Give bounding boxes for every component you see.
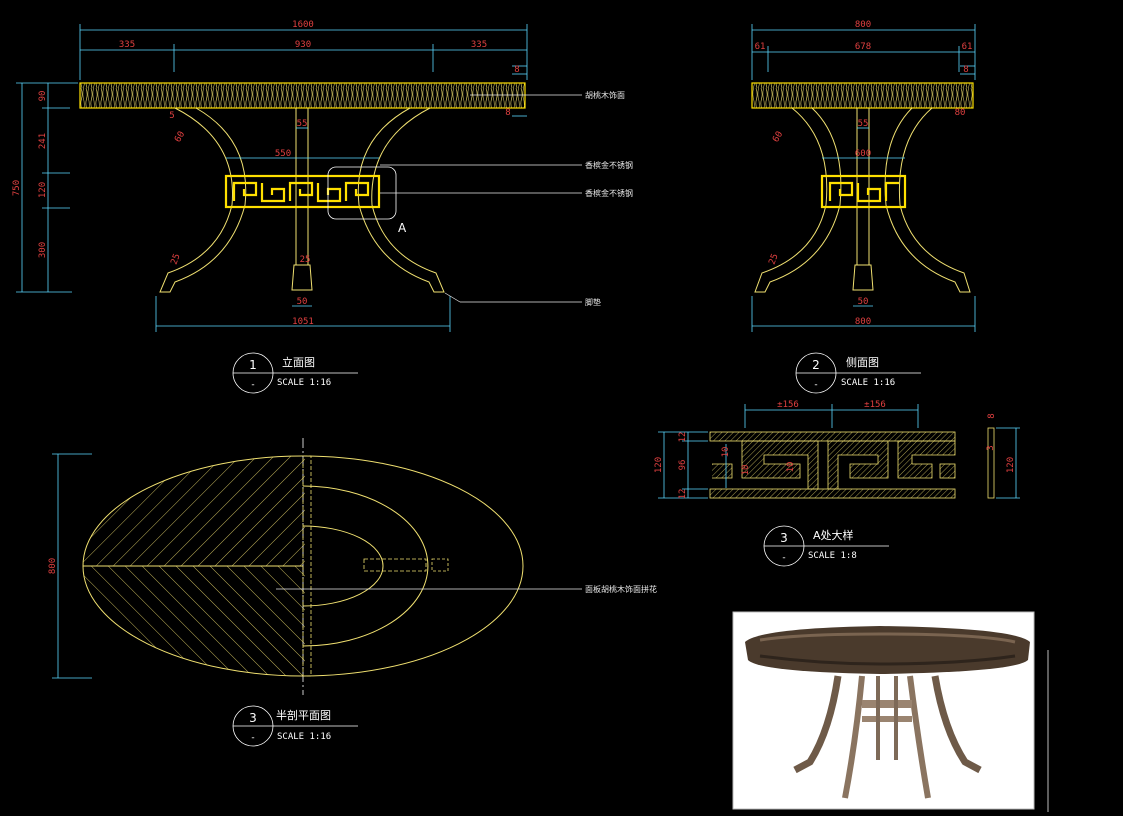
detail-dim-pitch-right: ±156: [864, 400, 886, 410]
detail-title-name: A处大样: [813, 528, 854, 542]
front-callout-steel-1: 香槟金不锈钢: [585, 160, 633, 170]
side-title-name: 侧面图: [846, 356, 879, 369]
front-dim-total-width: 1600: [292, 20, 314, 30]
table-photo: [732, 611, 1035, 810]
side-title-scale: SCALE 1:16: [841, 378, 895, 388]
plan-title-name: 半剖平面图: [276, 708, 331, 722]
side-dim-center-post: 55: [858, 119, 869, 129]
front-dim-lower-leg: 300: [38, 242, 48, 258]
front-detail-marker: A: [398, 221, 407, 235]
front-dim-top-thickness: 90: [38, 91, 48, 102]
front-fret-band: [224, 174, 381, 209]
front-dim-foot-width: 50: [297, 297, 308, 307]
side-dim-edge-b: 8: [963, 65, 968, 75]
front-dim-edge-a: 5: [169, 111, 174, 121]
front-tabletop: [79, 82, 526, 109]
front-callout-foot-pad: 脚垫: [585, 297, 601, 307]
side-title-sub: -: [814, 380, 817, 390]
detail-dim-gap-a: 10: [721, 447, 731, 458]
detail-a-view: ±156 ±156 10 10 10 120 96 12 12 120 8 3: [654, 400, 1020, 567]
plan-title-scale: SCALE 1:16: [277, 732, 331, 742]
detail-title-number: 3: [780, 531, 788, 545]
detail-dim-border-bottom: 12: [678, 489, 688, 500]
side-dim-center-span: 678: [855, 42, 871, 52]
detail-dim-side-thick: 8: [987, 413, 997, 418]
side-tabletop: [751, 82, 974, 109]
detail-dim-side-height: 120: [1006, 457, 1016, 473]
front-dim-foot-r: 25: [170, 253, 183, 267]
front-title-scale: SCALE 1:16: [277, 378, 331, 388]
plan-title-sub: -: [251, 733, 254, 743]
side-dim-leg-angle: 60: [771, 130, 785, 144]
front-dim-edge-b: 8: [514, 65, 519, 75]
side-dim-base-width: 800: [855, 317, 871, 327]
detail-dim-height: 120: [654, 457, 664, 473]
plan-title-number: 3: [249, 711, 257, 725]
detail-dim-gap-c: 10: [786, 462, 796, 473]
side-dim-fret-width: 600: [855, 149, 871, 159]
front-callout-steel-2: 香槟金不锈钢: [585, 188, 633, 198]
detail-dim-inner: 96: [678, 460, 688, 471]
front-title-number: 1: [249, 358, 257, 372]
front-dim-center-post: 55: [297, 119, 308, 129]
front-callout-walnut: 胡桃木饰面: [585, 90, 625, 100]
side-view: 800 61 678 61 8 80 55 50 60 25 600 800 2…: [751, 20, 976, 394]
plan-dim-depth: 800: [48, 558, 58, 574]
side-dim-total-width: 800: [855, 20, 871, 30]
detail-dim-gap-b: 10: [741, 465, 751, 476]
detail-title-sub: -: [782, 553, 785, 563]
front-title-sub: -: [251, 380, 254, 390]
front-dim-right-overhang: 335: [471, 40, 487, 50]
detail-dim-side-small: 3: [986, 445, 996, 450]
front-dim-center-span: 930: [295, 40, 311, 50]
front-dim-fret-width: 550: [275, 149, 291, 159]
detail-title-scale: SCALE 1:8: [808, 551, 857, 561]
front-dim-foot-r2: 25: [300, 255, 311, 265]
front-title-name: 立面图: [282, 355, 315, 369]
plan-view: 800 面板胡桃木饰面拼花 3 - 半剖平面图 SCALE 1:16: [48, 438, 657, 747]
front-dim-total-height: 750: [12, 180, 22, 196]
side-dim-edge-c: 80: [955, 108, 966, 118]
plan-callout-panel: 面板胡桃木饰面拼花: [585, 584, 657, 594]
detail-dim-border-top: 12: [678, 432, 688, 443]
front-dim-upper-leg: 241: [38, 133, 48, 149]
front-dim-fret-height: 120: [38, 182, 48, 198]
side-dim-right-overhang: 61: [962, 42, 973, 52]
front-dim-leg-angle: 60: [173, 130, 187, 144]
front-dim-base-width: 1051: [292, 317, 314, 327]
side-fret-band: [820, 174, 907, 209]
front-dim-edge-c: 8: [505, 108, 510, 118]
side-title-number: 2: [812, 358, 820, 372]
side-dim-foot-width: 50: [858, 297, 869, 307]
detail-dim-pitch-left: ±156: [777, 400, 799, 410]
side-dim-left-overhang: 61: [755, 42, 766, 52]
front-view: 1600 335 930 335 750 90 241 120 300 8 8 …: [12, 20, 633, 394]
side-dim-foot-r: 25: [768, 253, 781, 267]
front-dim-left-overhang: 335: [119, 40, 135, 50]
